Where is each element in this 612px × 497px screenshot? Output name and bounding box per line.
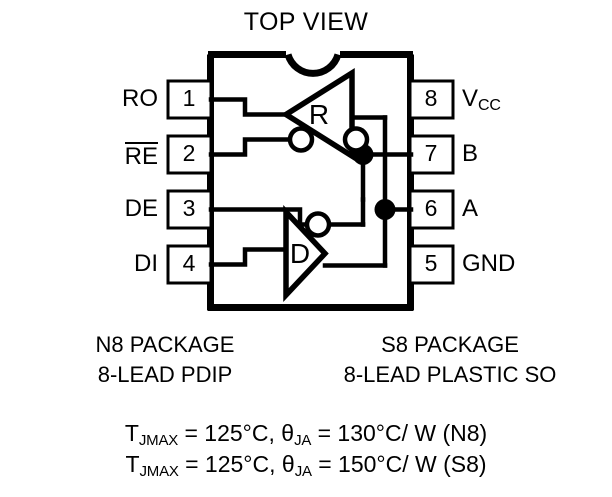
theta-ja-subscript-2: JA: [294, 463, 312, 480]
pin-number-3: 3: [182, 195, 196, 221]
tjmax-symbol-1: T: [124, 420, 139, 446]
junction-dot-b: [352, 144, 374, 165]
wire-re-to-receiver-enable: [208, 137, 293, 157]
tjmax-value-2: = 125°C,: [178, 451, 282, 477]
package-left-name: N8 PACKAGE: [95, 332, 235, 357]
junction-dots: [352, 144, 396, 220]
theta-ja-symbol-2: θ: [281, 451, 295, 477]
receiver-symbol-label: R: [309, 99, 329, 130]
pin-label-di-text: DI: [134, 250, 158, 277]
receiver-block: R: [280, 68, 370, 161]
tjmax-value-1: = 125°C,: [178, 420, 282, 446]
driver-symbol-label: D: [290, 238, 310, 269]
receiver-input-bubble: [342, 126, 370, 153]
thermal-spec-line-s8: TJMAX = 125°C, θJA = 150°C/ W (S8): [0, 449, 612, 483]
package-right-name: S8 PACKAGE: [381, 332, 519, 357]
pin-label-di: DI: [38, 252, 158, 276]
pin-label-re-text: RE: [124, 142, 158, 170]
pin-number-7: 7: [424, 140, 438, 166]
pin-label-vcc: VCC: [462, 85, 612, 115]
package-caption-left: N8 PACKAGE 8-LEAD PDIP: [40, 330, 290, 390]
pin-label-a-text: A: [462, 195, 479, 222]
page-title: TOP VIEW: [243, 8, 369, 36]
driver-block: D: [283, 205, 332, 302]
pin-label-de: DE: [38, 197, 158, 221]
pin-label-b: B: [462, 142, 612, 166]
pin-label-re: RE: [38, 142, 158, 169]
pin-number-1: 1: [182, 85, 196, 111]
driver-triangle: [283, 205, 329, 302]
pin-number-8: 8: [424, 85, 438, 111]
tjmax-subscript-1: JMAX: [138, 432, 179, 449]
theta-ja-symbol-1: θ: [281, 420, 295, 446]
pin-label-de-text: DE: [124, 195, 158, 222]
wire-ro-to-receiver: [208, 97, 289, 117]
pin-number-4: 4: [182, 250, 196, 276]
package-right-description: 8-LEAD PLASTIC SO: [343, 362, 557, 387]
thermal-spec-line-n8: TJMAX = 125°C, θJA = 130°C/ W (N8): [0, 418, 612, 452]
receiver-enable-bubble: [287, 126, 315, 153]
package-left-description: 8-LEAD PDIP: [97, 362, 233, 387]
pin-label-vcc-text: V: [462, 85, 479, 112]
receiver-triangle: [280, 68, 355, 161]
package-caption-right: S8 PACKAGE 8-LEAD PLASTIC SO: [300, 330, 600, 390]
pin-label-ro: RO: [38, 87, 158, 111]
pin-label-b-text: B: [462, 140, 479, 167]
theta-ja-value-2: = 150°C/ W (S8): [311, 451, 487, 477]
theta-ja-value-1: = 130°C/ W (N8): [311, 420, 488, 446]
pin-label-vcc-subscript: CC: [478, 97, 501, 114]
driver-output-bubble: [304, 211, 332, 238]
pin-number-6: 6: [424, 195, 438, 221]
package-body-outline: [207, 51, 414, 311]
wire-receiver-input-lower: [342, 137, 366, 157]
internal-wiring: [208, 97, 414, 268]
pin-label-gnd-text: GND: [462, 250, 516, 277]
wire-di-to-driver-input: [208, 247, 289, 267]
pin-label-a: A: [462, 197, 612, 221]
pin-label-ro-text: RO: [122, 85, 158, 112]
pin-number-5: 5: [424, 250, 438, 276]
tjmax-subscript-2: JMAX: [139, 463, 179, 480]
theta-ja-subscript-1: JA: [294, 432, 312, 449]
pin-label-gnd: GND: [462, 252, 612, 276]
junction-dot-a: [374, 199, 396, 220]
wire-de-to-driver-enable: [208, 207, 313, 227]
tjmax-symbol-2: T: [125, 451, 140, 477]
pin-number-2: 2: [182, 140, 196, 166]
